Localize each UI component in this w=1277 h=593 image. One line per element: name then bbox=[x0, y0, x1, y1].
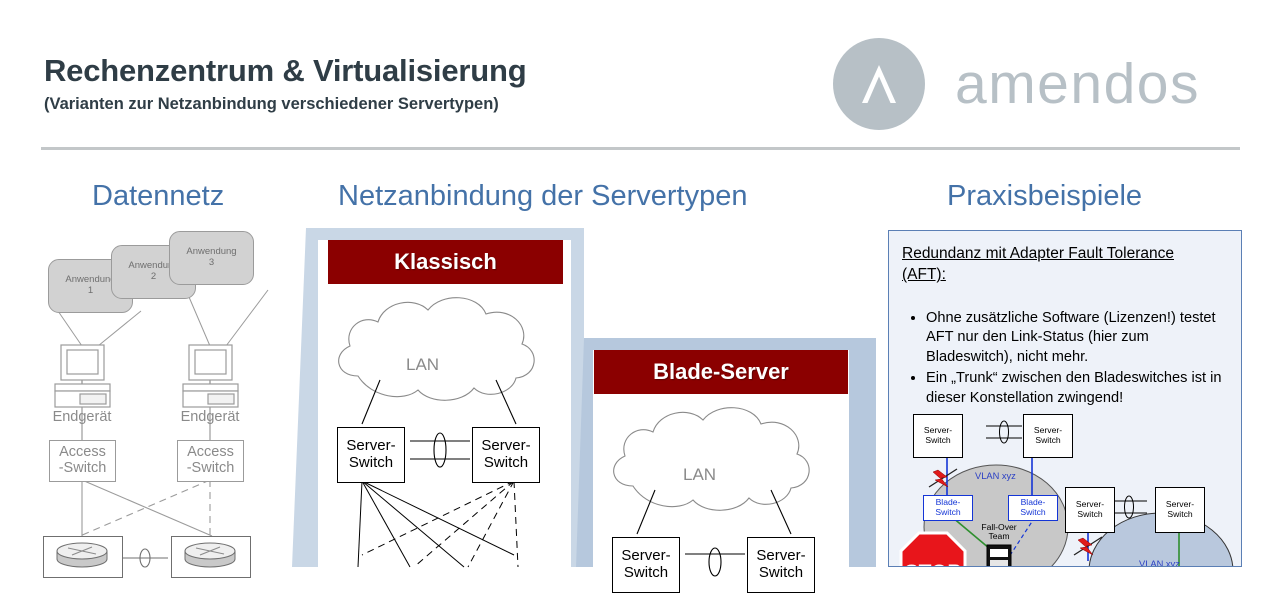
panel-klassisch-title: Klassisch bbox=[328, 240, 563, 284]
p-bl2-line1: Blade- bbox=[1020, 497, 1046, 508]
access-switch-1: Access-Switch bbox=[49, 440, 116, 482]
logo-wordmark: amendos bbox=[955, 51, 1200, 116]
blade-server-switch-1: Server-Switch bbox=[612, 537, 680, 593]
p-sw4-line2: Switch bbox=[1167, 509, 1193, 519]
b-sw2-line1: Server- bbox=[756, 547, 806, 565]
panel-klassisch: Klassisch bbox=[318, 240, 571, 568]
app-3-line2: 3 bbox=[208, 257, 215, 268]
endpoint-label-2: Endgerät bbox=[180, 409, 240, 425]
p-sw1-line2: Switch bbox=[925, 435, 951, 445]
fault-bolt-icon-2 bbox=[1077, 537, 1094, 556]
section-heading-servertypen: Netzanbindung der Servertypen bbox=[338, 180, 748, 212]
router-box-1 bbox=[43, 536, 123, 578]
section-heading-praxis: Praxisbeispiele bbox=[947, 180, 1143, 212]
klassisch-server-switch-2: Server-Switch bbox=[472, 427, 540, 483]
router-icon-2 bbox=[184, 542, 236, 568]
router-box-2 bbox=[171, 536, 251, 578]
praxis-heading-line1: Redundanz mit Adapter Fault Tolerance bbox=[902, 245, 1174, 262]
k-sw1-line2: Switch bbox=[348, 454, 394, 471]
p-bl2-line2: Switch bbox=[1020, 507, 1046, 517]
praxis-bullet-2: Ein „Trunk“ zwischen den Bladeswitches i… bbox=[926, 369, 1232, 408]
k-sw2-line1: Server- bbox=[481, 437, 531, 455]
servertypen-backdrop: Klassisch bbox=[292, 228, 876, 593]
praxisbeispiele-panel: Redundanz mit Adapter Fault Tolerance (A… bbox=[888, 230, 1242, 567]
blade-cloud-label: LAN bbox=[683, 465, 717, 484]
stop-sign-text: STOP bbox=[905, 561, 962, 567]
failover-line1: Fall-Over bbox=[981, 522, 1017, 532]
p-bl1-line1: Blade- bbox=[935, 497, 961, 508]
praxis-blade-switch-1: Blade-Switch bbox=[923, 495, 973, 521]
lambda-icon bbox=[833, 38, 925, 130]
k-sw1-line1: Server- bbox=[346, 437, 396, 455]
access-switch-2-line2: -Switch bbox=[186, 460, 235, 476]
p-sw4-line1: Server- bbox=[1165, 499, 1195, 510]
app-1-line2: 1 bbox=[87, 285, 94, 296]
page-title: Rechenzentrum & Virtualisierung bbox=[44, 53, 527, 88]
p-sw2-line2: Switch bbox=[1035, 435, 1061, 445]
vlan-label-1: VLAN xyz bbox=[975, 471, 1016, 481]
page-header: Rechenzentrum & Virtualisierung (Variant… bbox=[0, 0, 1277, 150]
b-sw1-line1: Server- bbox=[621, 547, 671, 565]
access-switch-1-line1: Access bbox=[59, 444, 106, 461]
app-1-line1: Anwendung bbox=[65, 274, 116, 286]
blade-graphics bbox=[613, 407, 810, 577]
panel-blade-title: Blade-Server bbox=[594, 350, 848, 394]
blade-server-switch-2: Server-Switch bbox=[747, 537, 815, 593]
praxis-heading: Redundanz mit Adapter Fault Tolerance (A… bbox=[902, 243, 1227, 286]
praxis-server-switch-4: Server-Switch bbox=[1155, 487, 1205, 533]
section-heading-datennetz: Datennetz bbox=[92, 180, 225, 212]
panel-blade-server: Blade-Server LAN Server-Switch Server-Sw… bbox=[593, 350, 849, 593]
server-rack-icon bbox=[986, 544, 1012, 566]
praxis-server-switch-2: Server-Switch bbox=[1023, 414, 1073, 458]
fault-bolt-icon-1 bbox=[932, 469, 949, 488]
header-divider bbox=[41, 147, 1240, 150]
praxis-heading-line2: (AFT): bbox=[902, 266, 946, 284]
klassisch-server-switch-1: Server-Switch bbox=[337, 427, 405, 483]
p-sw3-line1: Server- bbox=[1075, 499, 1105, 510]
access-switch-2: Access-Switch bbox=[177, 440, 244, 482]
access-switch-1-line2: -Switch bbox=[58, 460, 107, 476]
page-subtitle: (Varianten zur Netzanbindung verschieden… bbox=[44, 94, 499, 113]
praxis-server-switch-3: Server-Switch bbox=[1065, 487, 1115, 533]
p-bl1-line2: Switch bbox=[935, 507, 961, 517]
amendos-logo: amendos bbox=[833, 38, 1200, 130]
endpoint-label-1: Endgerät bbox=[52, 409, 112, 425]
praxis-mini-diagram: Server-Switch Server-Switch Server-Switc… bbox=[889, 409, 1241, 567]
praxis-bullet-list: Ohne zusätzliche Software (Lizenzen!) te… bbox=[902, 309, 1232, 410]
app-3-line1: Anwendung bbox=[186, 246, 237, 258]
access-switch-2-line1: Access bbox=[187, 444, 234, 461]
p-sw3-line2: Switch bbox=[1077, 509, 1103, 519]
failover-line2: Team bbox=[988, 531, 1010, 542]
k-sw2-line2: Switch bbox=[483, 454, 529, 471]
klassisch-cloud-label: LAN bbox=[406, 355, 440, 374]
praxis-blade-switch-2: Blade-Switch bbox=[1008, 495, 1058, 521]
klassisch-graphics bbox=[338, 297, 535, 568]
stop-sign-icon: STOP bbox=[899, 531, 967, 567]
slide-page: Rechenzentrum & Virtualisierung (Variant… bbox=[0, 0, 1277, 567]
p-sw2-line1: Server- bbox=[1033, 425, 1063, 436]
praxis-server-switch-1: Server-Switch bbox=[913, 414, 963, 458]
router-icon-1 bbox=[56, 542, 108, 568]
vlan-label-2: VLAN xyz bbox=[1139, 559, 1180, 567]
app-2-line2: 2 bbox=[150, 271, 157, 282]
p-sw1-line1: Server- bbox=[923, 425, 953, 436]
praxis-bullet-1: Ohne zusätzliche Software (Lizenzen!) te… bbox=[926, 309, 1232, 367]
title-block: Rechenzentrum & Virtualisierung (Variant… bbox=[44, 53, 527, 114]
app-2-line1: Anwendung bbox=[128, 260, 179, 272]
